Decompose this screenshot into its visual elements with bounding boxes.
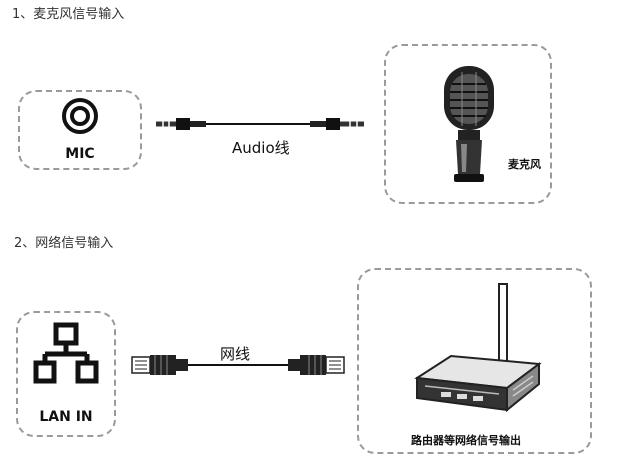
section1-heading: 1、麦克风信号输入 <box>12 7 125 22</box>
right-rj45-plug <box>288 355 345 375</box>
lan-port-box: LAN IN <box>16 311 116 437</box>
right-audio-plug <box>310 118 364 130</box>
microphone-icon <box>444 66 494 182</box>
microphone-label: 麦克风 <box>508 158 541 171</box>
microphone-box: 麦克风 <box>384 44 552 204</box>
router-icon <box>414 283 542 413</box>
audio-cable-label: Audio线 <box>232 139 290 157</box>
lan-port-label: LAN IN <box>39 409 93 425</box>
audio-cable <box>156 118 364 130</box>
left-rj45-plug <box>131 355 188 375</box>
router-box: 路由器等网络信号输出 <box>357 268 592 454</box>
audio-jack-icon <box>62 98 98 134</box>
network-cable-label: 网线 <box>220 345 251 363</box>
network-icon <box>33 322 99 384</box>
mic-port-box: MIC <box>18 90 142 170</box>
network-cable <box>131 355 345 375</box>
left-audio-plug <box>156 118 206 130</box>
section2-heading: 2、网络信号输入 <box>14 236 114 251</box>
mic-port-label: MIC <box>65 146 95 162</box>
router-label: 路由器等网络信号输出 <box>411 434 521 447</box>
